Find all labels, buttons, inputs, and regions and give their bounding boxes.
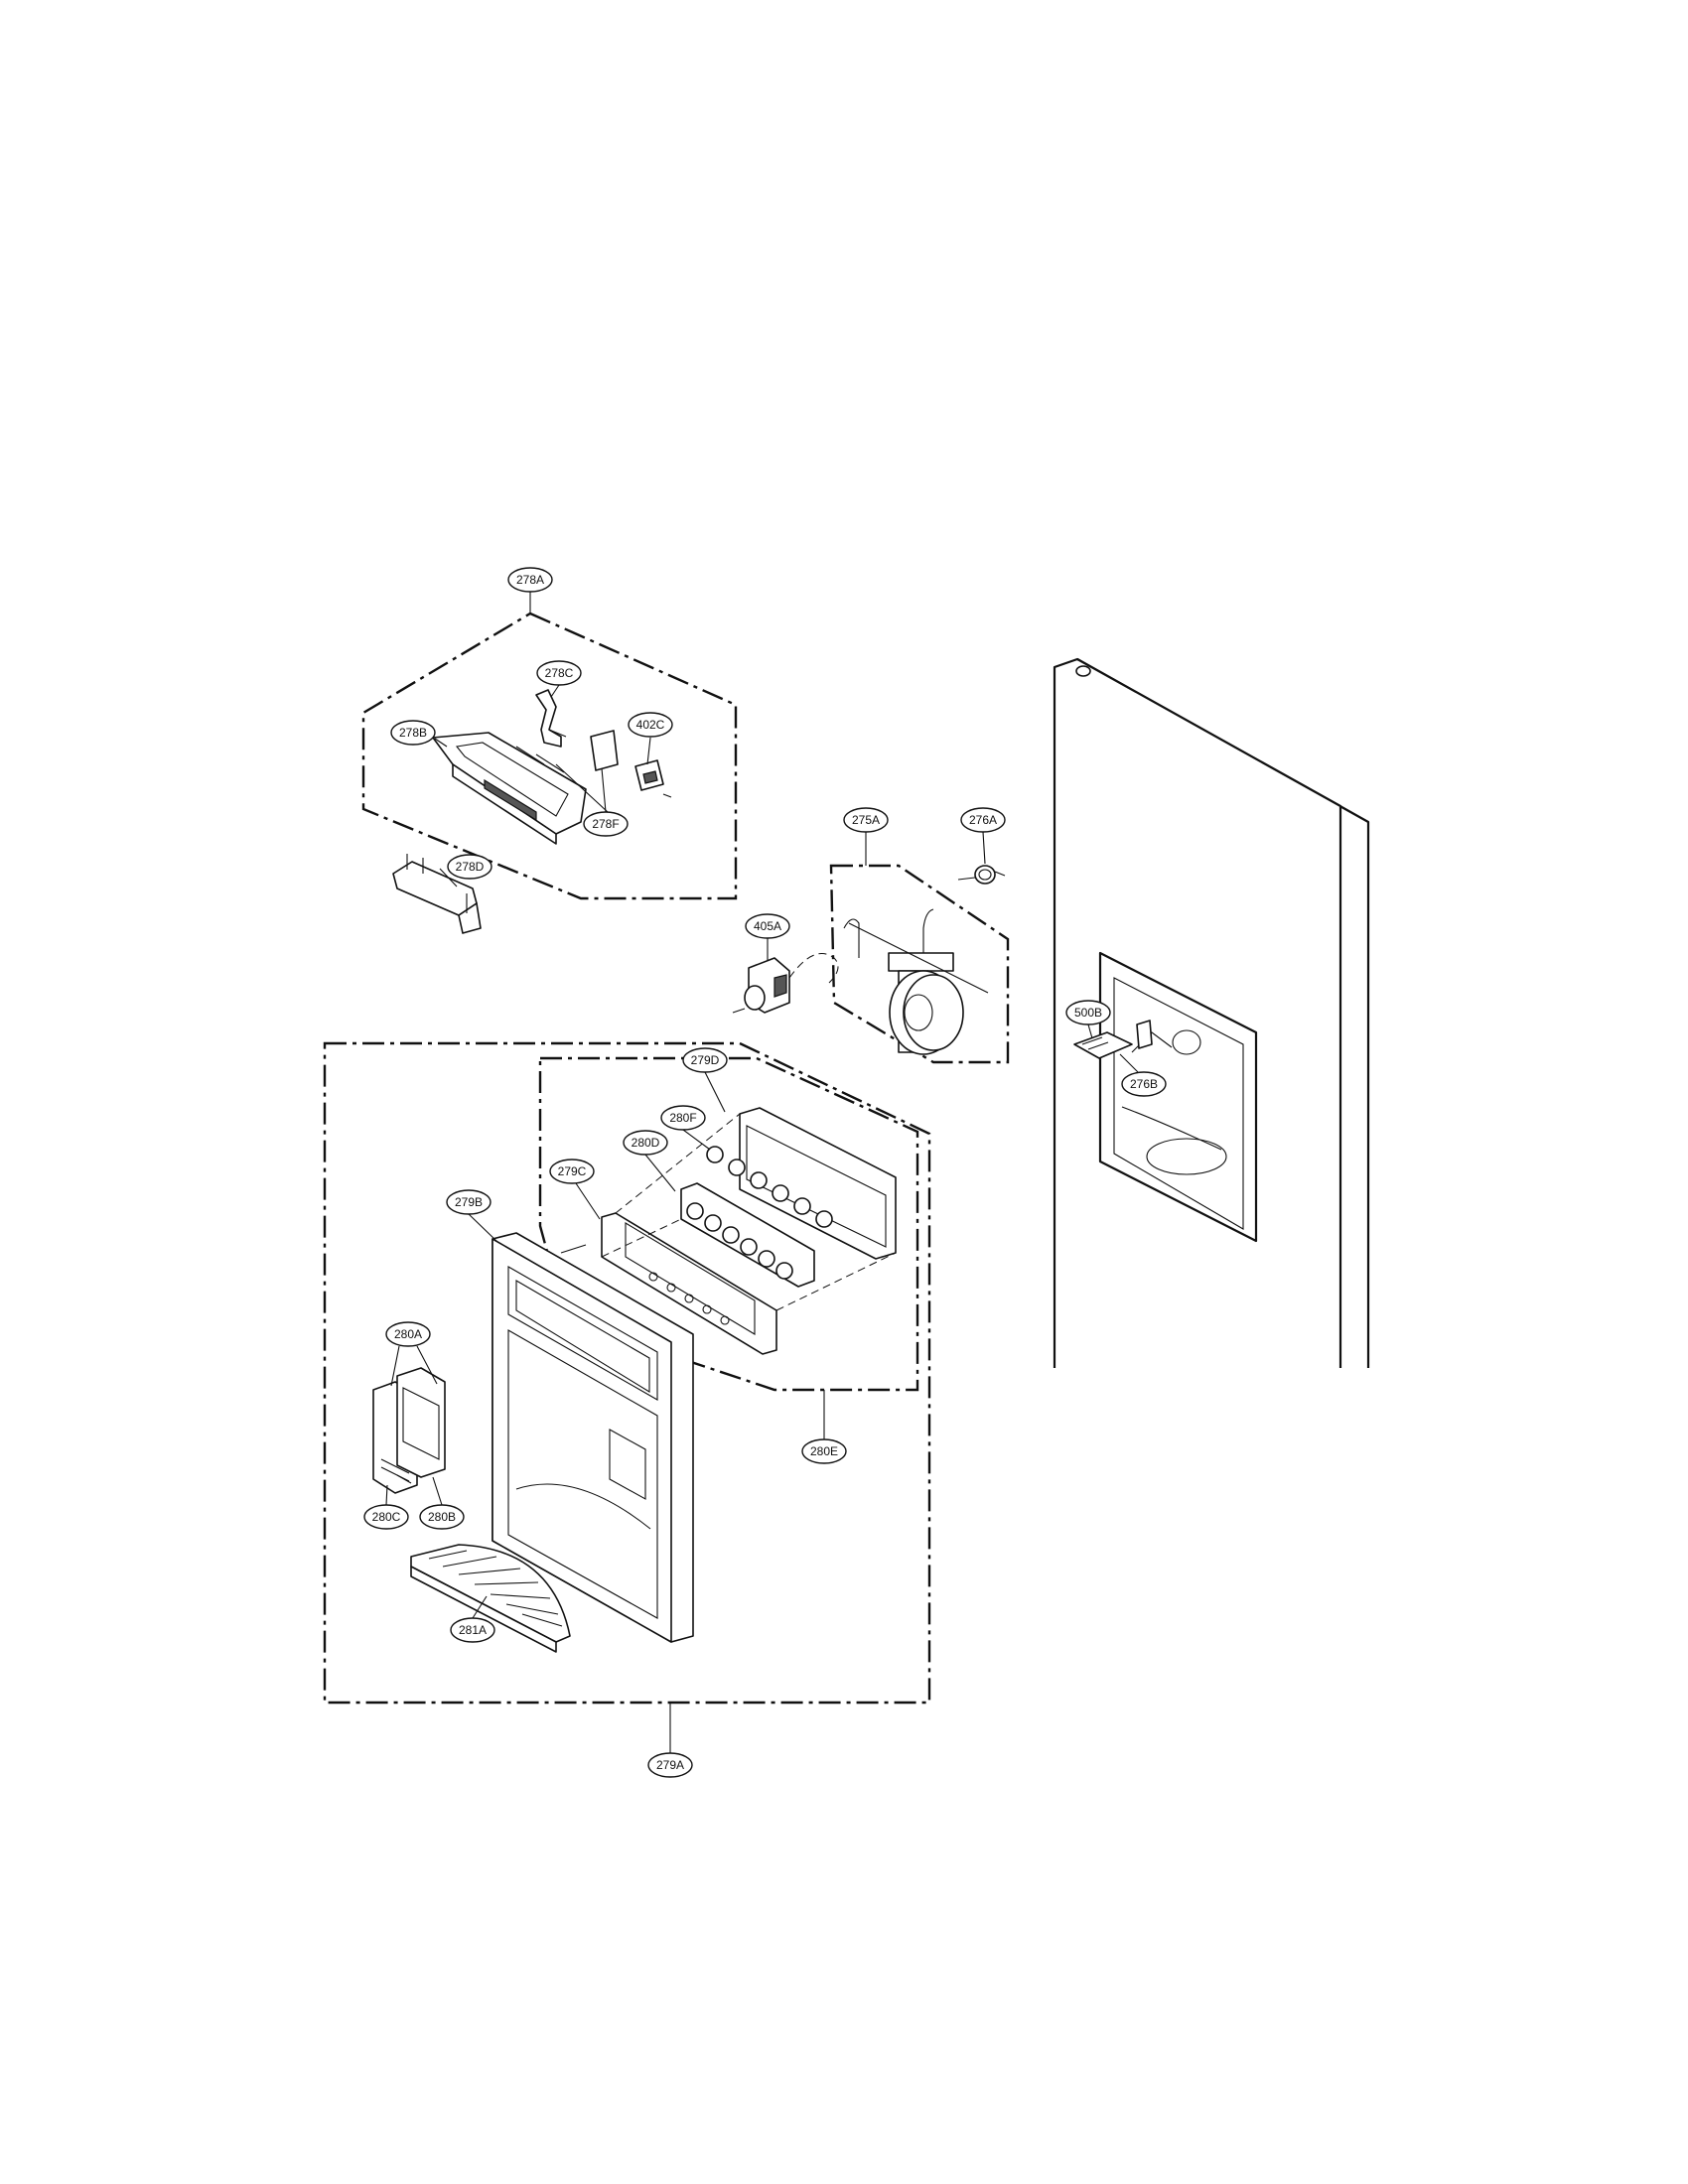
callout-276B-text: 276B	[1130, 1077, 1158, 1091]
group-outline-279A	[323, 1041, 931, 1705]
callout-280B: 280B	[419, 1504, 465, 1530]
part-276B-bracket	[1136, 1020, 1153, 1049]
group-outline-280E	[538, 1056, 919, 1392]
callout-280A: 280A	[385, 1321, 431, 1347]
callout-278D: 278D	[447, 854, 492, 880]
assembly-275A	[829, 831, 1010, 1064]
callout-275A-text: 275A	[852, 813, 880, 827]
part-275A-motor	[843, 908, 989, 1055]
callout-279A-text: 279A	[656, 1758, 684, 1772]
assembly-278A	[361, 592, 738, 934]
callout-279B-text: 279B	[455, 1195, 483, 1209]
part-281A-tray	[410, 1544, 571, 1653]
part-276A-spring	[957, 865, 1006, 885]
callout-278D-text: 278D	[456, 860, 485, 874]
callout-280D-text: 280D	[632, 1136, 660, 1150]
callout-405A-text: 405A	[754, 919, 781, 933]
callout-281A: 281A	[450, 1617, 495, 1643]
part-280-flap	[372, 1345, 446, 1506]
callout-280F-text: 280F	[669, 1111, 696, 1125]
callout-278C-text: 278C	[545, 666, 574, 680]
callout-279B: 279B	[446, 1189, 492, 1215]
callout-280B-text: 280B	[428, 1510, 456, 1524]
part-280F-buttons	[706, 1146, 833, 1228]
callout-279A: 279A	[647, 1752, 693, 1778]
callout-405A: 405A	[745, 913, 790, 939]
callout-279C: 279C	[549, 1159, 595, 1184]
part-402C-switch	[634, 759, 672, 798]
callout-280C: 280C	[363, 1504, 409, 1530]
callout-278F-text: 278F	[592, 817, 619, 831]
callout-280C-text: 280C	[372, 1510, 401, 1524]
callout-278C: 278C	[536, 660, 582, 686]
callout-500B-text: 500B	[1074, 1006, 1102, 1020]
callout-402C-text: 402C	[636, 718, 665, 732]
callout-276A: 276A	[960, 807, 1006, 833]
callout-281A-text: 281A	[459, 1623, 487, 1637]
callout-278A-text: 278A	[516, 573, 544, 587]
callout-279D: 279D	[682, 1047, 728, 1073]
callout-276B: 276B	[1121, 1071, 1167, 1097]
part-278D-bracket	[392, 854, 482, 934]
part-279B-frame	[468, 1213, 694, 1643]
part-278F-gasket	[590, 730, 619, 771]
part-500B-board	[1073, 1031, 1133, 1059]
callout-279D-text: 279D	[691, 1053, 720, 1067]
callout-280E: 280E	[801, 1438, 847, 1464]
callout-279C-text: 279C	[558, 1164, 587, 1178]
part-280D-pcb	[680, 1182, 815, 1288]
door-panel	[1053, 657, 1370, 1368]
callout-278B: 278B	[390, 720, 436, 746]
callout-275A: 275A	[843, 807, 889, 833]
assembly-279A	[323, 1041, 931, 1753]
callout-280F: 280F	[660, 1105, 706, 1131]
part-278C-bracket	[535, 689, 567, 748]
callout-500B: 500B	[1065, 1000, 1111, 1025]
callout-276A-text: 276A	[969, 813, 997, 827]
callout-278A: 278A	[507, 567, 553, 593]
callout-278B-text: 278B	[399, 726, 427, 740]
part-278B-housing	[432, 732, 587, 845]
callout-280E-text: 280E	[810, 1444, 838, 1458]
assembly-280E	[538, 1056, 919, 1439]
group-outline-275A	[829, 864, 1010, 1064]
callout-280A-text: 280A	[394, 1327, 422, 1341]
callout-402C: 402C	[628, 712, 673, 738]
part-405A-solenoid	[732, 953, 839, 1014]
callout-278F: 278F	[583, 811, 629, 837]
callout-280D: 280D	[623, 1130, 668, 1156]
group-outline-278A	[361, 612, 738, 900]
